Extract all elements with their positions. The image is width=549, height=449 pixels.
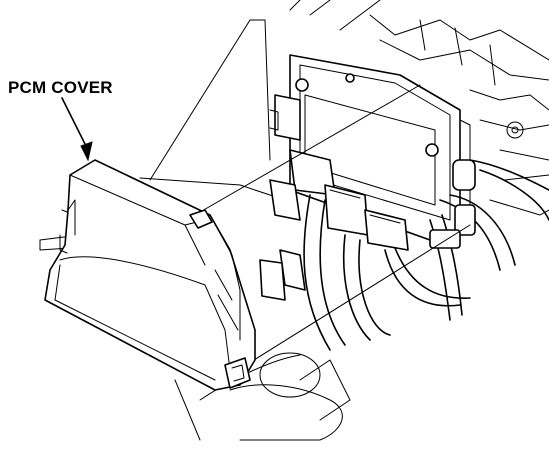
lower-bracket [174, 352, 351, 441]
pcm-cover [44, 159, 256, 391]
pcm-connectors [259, 149, 409, 301]
callout-arrow [61, 97, 93, 162]
pcm-cover-label: PCM COVER [8, 78, 113, 97]
assembly-guide-lines [194, 84, 471, 371]
engine-bay-structure [289, 0, 549, 216]
wire-harness [303, 159, 549, 351]
